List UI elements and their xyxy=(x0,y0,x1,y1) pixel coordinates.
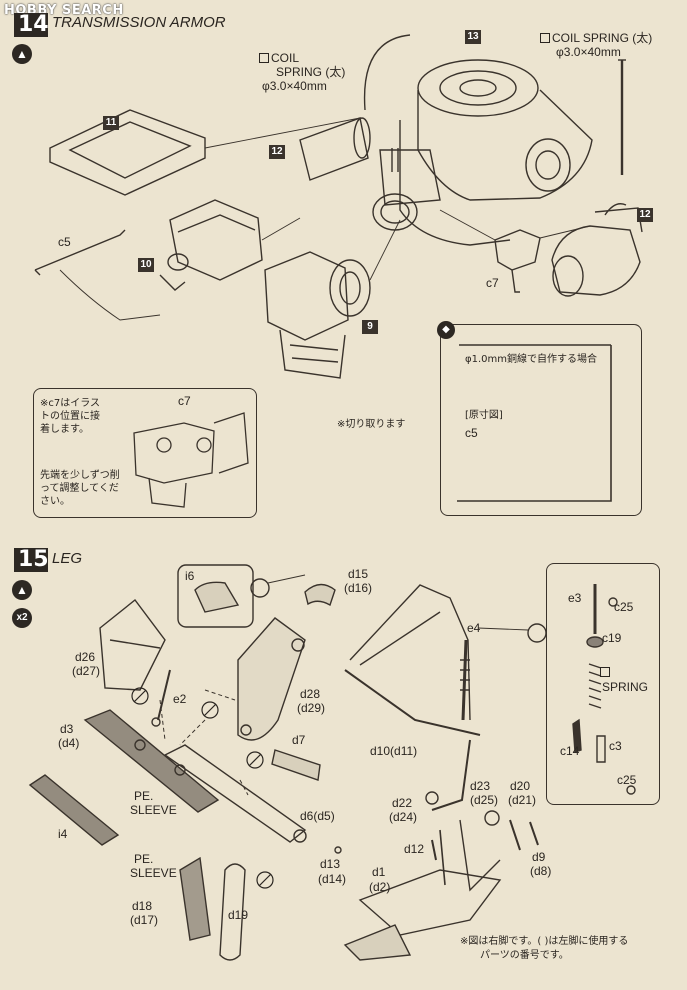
wire-template-drawing xyxy=(457,344,612,502)
label-c25-bottom: c25 xyxy=(617,773,637,787)
label-d24: (d24) xyxy=(389,810,418,824)
label-d12: d12 xyxy=(404,842,425,856)
step-14-title: TRANSMISSION ARMOR xyxy=(52,14,226,31)
label-e3: e3 xyxy=(568,591,582,605)
part-tag-11: 11 xyxy=(103,116,119,130)
coil-spring-right-spec: φ3.0×40mm xyxy=(556,45,621,59)
spring-detail-box xyxy=(546,563,660,805)
checkbox-square-icon xyxy=(540,33,550,43)
label-d17: (d17) xyxy=(130,913,159,927)
label-pe-sleeve-1a: PE. xyxy=(134,789,154,803)
label-d4: (d4) xyxy=(58,736,80,750)
label-e4: e4 xyxy=(467,621,481,635)
label-pe-sleeve-2a: PE. xyxy=(134,852,154,866)
checkbox-square-icon xyxy=(259,53,269,63)
coil-spring-left-label: COIL xyxy=(259,52,299,65)
label-d28: d28 xyxy=(300,687,321,701)
label-c5: c5 xyxy=(58,235,71,249)
label-d7: d7 xyxy=(292,733,306,747)
label-c19: c19 xyxy=(602,631,622,645)
part-tag-12-left: 12 xyxy=(269,145,285,159)
step-15-title: LEG xyxy=(52,550,83,567)
label-d25: (d25) xyxy=(470,793,499,807)
c7-note-box: ※c7はイラストの位置に接着します。 c7 先端を少しずつ削って調整してください… xyxy=(33,388,257,518)
label-d26: d26 xyxy=(75,650,96,664)
label-d3: d3 xyxy=(60,722,74,736)
label-e2: e2 xyxy=(173,692,187,706)
glue-icon: ▲ xyxy=(12,580,32,600)
label-pe-sleeve-2b: SLEEVE xyxy=(130,866,177,880)
label-d13: d13 xyxy=(320,857,341,871)
coil-spring-left-size: SPRING (太) xyxy=(276,65,346,79)
part-tag-12-right: 12 xyxy=(637,208,653,222)
wire-template-title: φ1.0mm銅線で自作する場合 xyxy=(465,354,597,365)
magnify-icon: ◆ xyxy=(437,321,455,339)
part-tag-13: 13 xyxy=(465,30,481,44)
label-d10: d10(d11) xyxy=(370,744,418,758)
label-d6: d6(d5) xyxy=(300,809,335,823)
c7-note-label: c7 xyxy=(178,394,191,408)
footnote-line-1: ※図は右脚です。( )は左脚に使用する xyxy=(460,936,629,947)
label-c7: c7 xyxy=(486,276,499,290)
step-14-number: 14 xyxy=(18,12,49,37)
step-14-badge: 14 xyxy=(14,12,49,37)
multiplier-badge: x2 xyxy=(12,608,32,628)
wire-template-box: φ1.0mm銅線で自作する場合 [原寸図] c5 xyxy=(440,324,642,516)
label-d18: d18 xyxy=(132,899,153,913)
label-d9: d9 xyxy=(532,850,546,864)
label-d21: (d21) xyxy=(508,793,537,807)
step-15-badge: 15 xyxy=(14,547,49,572)
label-d15: d15 xyxy=(348,567,369,581)
label-pe-sleeve-1b: SLEEVE xyxy=(130,803,177,817)
c7-detail-illustration xyxy=(133,412,249,508)
c7-note-text: ※c7はイラストの位置に接着します。 xyxy=(40,398,101,435)
label-d8: (d8) xyxy=(530,864,552,878)
coil-spring-left-spec: φ3.0×40mm xyxy=(262,79,327,93)
label-d29: (d29) xyxy=(297,701,326,715)
label-c3: c3 xyxy=(609,739,622,753)
label-d19: d19 xyxy=(228,908,249,922)
label-d1: d1 xyxy=(372,865,386,879)
label-i6: i6 xyxy=(185,569,195,583)
part-tag-10: 10 xyxy=(138,258,154,272)
label-c25-top: c25 xyxy=(614,600,634,614)
checkbox-square-icon xyxy=(600,666,612,679)
step-15-number: 15 xyxy=(18,547,49,572)
wire-template-subtitle: [原寸図] xyxy=(465,410,503,421)
part-tag-9: 9 xyxy=(362,320,378,334)
label-d27: (d27) xyxy=(72,664,101,678)
label-spring: SPRING xyxy=(602,680,649,694)
wire-template-label: c5 xyxy=(465,426,478,440)
label-d16: (d16) xyxy=(344,581,373,595)
footnote-line-2: パーツの番号です。 xyxy=(480,950,569,961)
glue-icon: ▲ xyxy=(12,44,32,64)
label-d23: d23 xyxy=(470,779,491,793)
turret-ring xyxy=(417,59,539,117)
c7-tip-text: 先端を少しずつ削って調整してください。 xyxy=(40,470,120,507)
cut-note: ※切り取ります xyxy=(337,419,406,430)
label-d14: (d14) xyxy=(318,872,347,886)
label-d20: d20 xyxy=(510,779,531,793)
label-c14: c14 xyxy=(560,744,580,758)
label-d22: d22 xyxy=(392,796,413,810)
label-i4: i4 xyxy=(58,827,68,841)
spring-detail-drawing xyxy=(572,584,636,795)
coil-spring-right-label: COIL SPRING (太) xyxy=(540,32,652,45)
label-d2: (d2) xyxy=(369,880,391,894)
